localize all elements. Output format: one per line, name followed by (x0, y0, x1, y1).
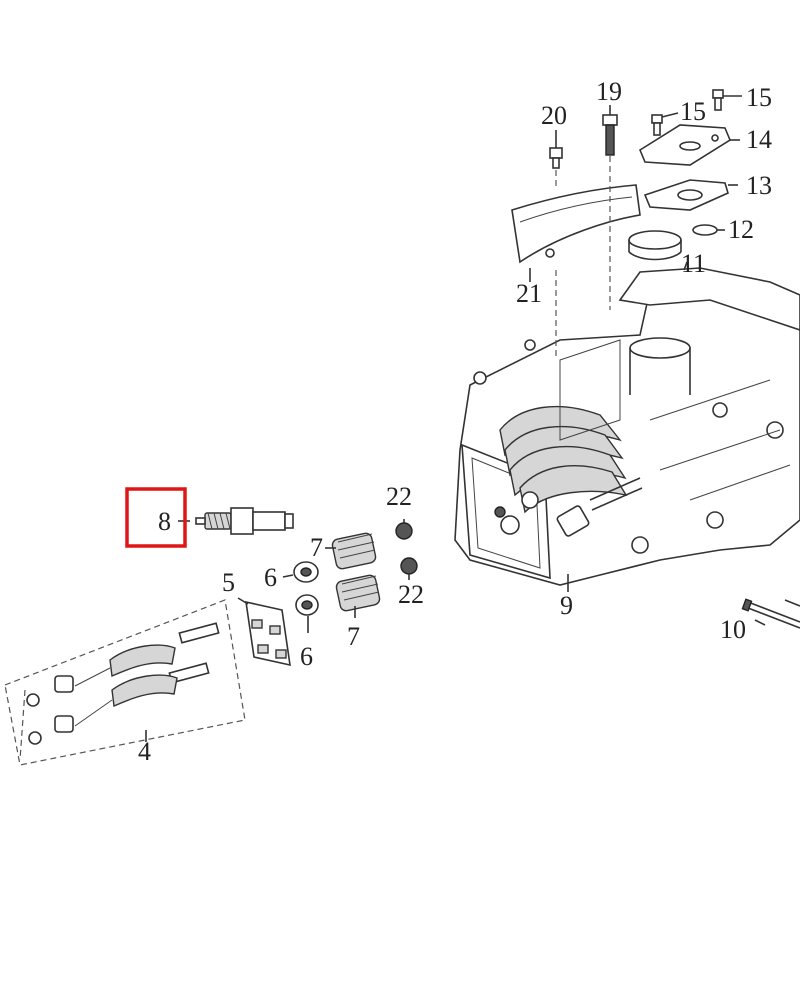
callout-5: 5 (222, 568, 235, 597)
spring-retainer-part-6-upper (293, 561, 319, 583)
bolt-part-19 (602, 114, 618, 156)
callout-19: 19 (596, 77, 622, 106)
callout-15-right: 15 (746, 83, 772, 112)
cooling-fins (499, 405, 628, 514)
gasket-part-13 (643, 179, 729, 211)
callout-20: 20 (541, 101, 567, 130)
callout-21: 21 (516, 279, 542, 308)
callout-4: 4 (138, 737, 151, 766)
callout-13: 13 (746, 171, 772, 200)
rocker-arm-assembly-part-4 (4, 599, 246, 766)
callout-8: 8 (158, 507, 171, 536)
cylinder-block-part (454, 267, 800, 586)
leader-lines (145, 95, 766, 742)
callout-7-upper: 7 (310, 533, 323, 562)
bolt-part-20 (549, 147, 563, 169)
screw-part-15b (712, 89, 724, 111)
callout-22-lower: 22 (398, 580, 424, 609)
valve-spring-part-7-lower (335, 574, 381, 612)
o-ring-part-12 (692, 224, 718, 236)
callout-labels: 8 22 22 7 7 6 6 5 4 9 10 11 12 13 14 15 … (138, 77, 772, 766)
callout-15-left: 15 (680, 97, 706, 126)
callout-10: 10 (720, 615, 746, 644)
valve-cap-part-22-upper (395, 522, 413, 540)
seal-ring-part-11 (628, 230, 682, 261)
highlight-box (125, 487, 187, 548)
callout-12: 12 (728, 215, 754, 244)
spark-plug-part-8 (195, 507, 294, 535)
callout-22-upper: 22 (386, 482, 412, 511)
shroud-plate-part (511, 184, 641, 264)
callout-6-lower: 6 (300, 642, 313, 671)
screw-part-15a (651, 114, 663, 136)
guide-plate-part-5 (245, 600, 291, 667)
push-rod-part-10 (741, 598, 800, 629)
spring-retainer-part-6-lower (295, 594, 319, 616)
callout-14: 14 (746, 125, 772, 154)
callout-7-lower: 7 (347, 622, 360, 651)
valve-spring-part-7-upper (331, 532, 377, 570)
valve-cap-part-22-lower (400, 557, 418, 575)
callout-6-upper: 6 (264, 563, 277, 592)
callout-11: 11 (681, 249, 706, 278)
callout-9: 9 (560, 591, 573, 620)
